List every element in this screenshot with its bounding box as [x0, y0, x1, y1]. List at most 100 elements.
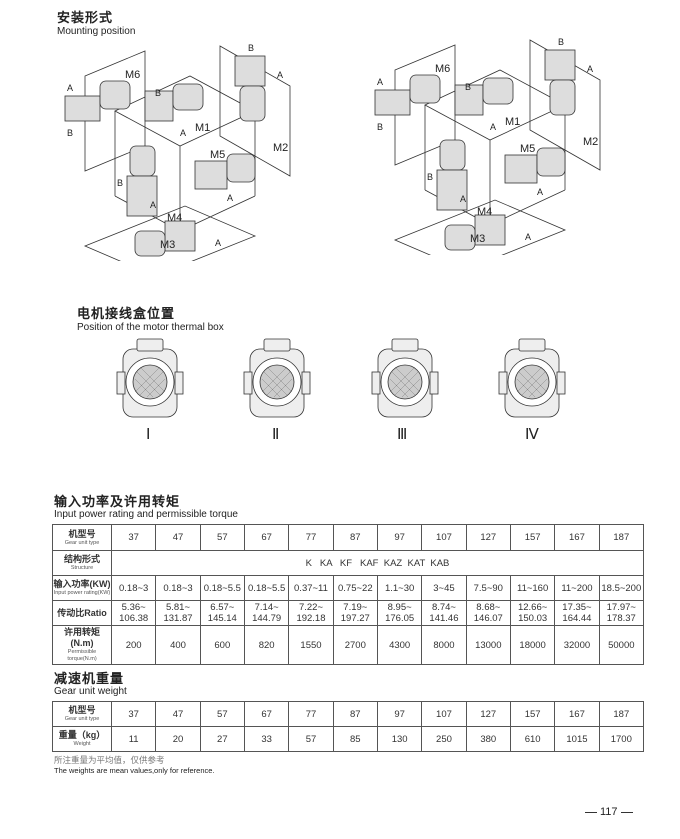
label-b: B	[558, 37, 564, 47]
label-a: A	[227, 193, 233, 203]
table-cell: 1700	[598, 726, 645, 752]
table-cell: 7.5~90	[465, 575, 511, 601]
page-number-text: 117	[600, 806, 618, 818]
mounting-diagram-2: M6 M1 M2 M5 M4 M3 A B B A B A B A A A	[365, 30, 625, 271]
header-en: Structure	[70, 565, 94, 571]
table-cell: 11~160	[509, 575, 556, 601]
ratio-line: 141.46	[429, 613, 459, 624]
power-table-title-en: Input power rating and permissible torqu…	[54, 509, 238, 520]
table-cell: 57	[288, 726, 334, 752]
table-cell: 77	[288, 701, 334, 727]
label-a: A	[215, 238, 221, 248]
label-b: B	[248, 43, 254, 53]
table-cell: 8.95~176.05	[376, 600, 423, 626]
header-en: Gear unit type	[64, 539, 100, 546]
ratio-line: 8.74~	[431, 602, 456, 613]
ratio-line: 144.79	[252, 613, 282, 624]
label-a: A	[67, 83, 73, 93]
table-cell: 57	[199, 701, 245, 727]
ratio-line: 7.14~	[254, 602, 279, 613]
label-b: B	[427, 172, 433, 182]
table-cell: 50000	[598, 625, 645, 665]
label-a: A	[277, 70, 283, 80]
table-cell: 0.37~11	[288, 575, 334, 601]
table-cell: 157	[509, 701, 556, 727]
table-cell: 187	[598, 701, 645, 727]
table-cell: 13000	[465, 625, 511, 665]
page-number: 117	[585, 806, 633, 818]
mounting-title-cn: 安装形式	[57, 10, 114, 25]
position-label: Ⅳ	[525, 427, 539, 443]
table-cell: 7.14~144.79	[243, 600, 290, 626]
header-en: Weight	[73, 741, 91, 747]
label-a: A	[377, 77, 383, 87]
weight-table-title-en: Gear unit weight	[54, 686, 127, 697]
table-cell: 5.36~106.38	[110, 600, 157, 626]
table-cell: 400	[155, 625, 201, 665]
label-a: A	[150, 200, 156, 210]
table-cell: 127	[465, 524, 511, 551]
label-m3: M3	[470, 233, 485, 245]
ratio-line: 17.35~	[562, 602, 592, 613]
label-b: B	[117, 178, 123, 188]
table-cell: 47	[155, 701, 201, 727]
ratio-line: 5.36~	[121, 602, 146, 613]
header-en: Permissible torque(N.m)	[67, 649, 97, 662]
label-a: A	[180, 128, 186, 138]
label-m6: M6	[125, 69, 140, 81]
header-cn: 结构形式	[63, 554, 100, 564]
ratio-line: 145.14	[207, 613, 237, 624]
ratio-line: 17.97~	[606, 602, 636, 613]
ratio-line: 7.19~	[343, 602, 368, 613]
table-cell: 107	[421, 524, 467, 551]
label-b: B	[465, 82, 471, 92]
ratio-line: 8.95~	[387, 602, 412, 613]
label-m1: M1	[505, 116, 520, 128]
table-cell: 0.18~5.5	[243, 575, 290, 601]
label-a: A	[525, 232, 531, 242]
table-cell: 57	[199, 524, 245, 551]
table-cell: 167	[554, 701, 600, 727]
header-cn: 输入功率(KW)	[53, 579, 111, 589]
table-cell: 37	[110, 701, 157, 727]
table-cell: 187	[598, 524, 645, 551]
ratio-line: 164.44	[562, 613, 592, 624]
position-label: Ⅲ	[397, 427, 408, 443]
table-cell: 33	[243, 726, 290, 752]
table-cell: 18000	[509, 625, 556, 665]
motor-view-3	[370, 337, 440, 427]
ratio-line: 7.22~	[298, 602, 323, 613]
mounting-diagram-1: M6 M1 M2 M5 M4 M3 A B B A B A B A A A	[55, 36, 315, 277]
ratio-line: 192.18	[296, 613, 326, 624]
header-cn: 机型号	[68, 705, 96, 715]
power-table-title-cn: 输入功率及许用转矩	[54, 494, 181, 509]
table-cell: 8.74~141.46	[421, 600, 467, 626]
table-cell: 17.97~178.37	[598, 600, 645, 626]
label-m5: M5	[210, 149, 225, 161]
table-cell: 8000	[421, 625, 467, 665]
weight-note-cn: 所注重量为平均值，仅供参考	[54, 755, 165, 765]
ratio-line: 106.38	[119, 613, 149, 624]
header-cn: 传动比Ratio	[57, 607, 107, 618]
thermal-box-title-cn: 电机接线盒位置	[77, 306, 176, 321]
ratio-line: 176.05	[385, 613, 415, 624]
table-cell: 11~200	[554, 575, 600, 601]
divider	[585, 811, 597, 813]
structure-cell: K KA KF KAF KAZ KAT KAB	[111, 550, 644, 576]
motor-view-4	[497, 337, 567, 427]
ratio-line: 8.68~	[476, 602, 501, 613]
table-cell: 0.75~22	[332, 575, 378, 601]
label-a: A	[537, 187, 543, 197]
table-cell: 250	[421, 726, 467, 752]
table-cell: 600	[199, 625, 245, 665]
table-cell: 18.5~200	[598, 575, 645, 601]
table-cell: 3~45	[421, 575, 467, 601]
table-cell: 7.22~192.18	[288, 600, 334, 626]
table-cell: 4300	[376, 625, 423, 665]
